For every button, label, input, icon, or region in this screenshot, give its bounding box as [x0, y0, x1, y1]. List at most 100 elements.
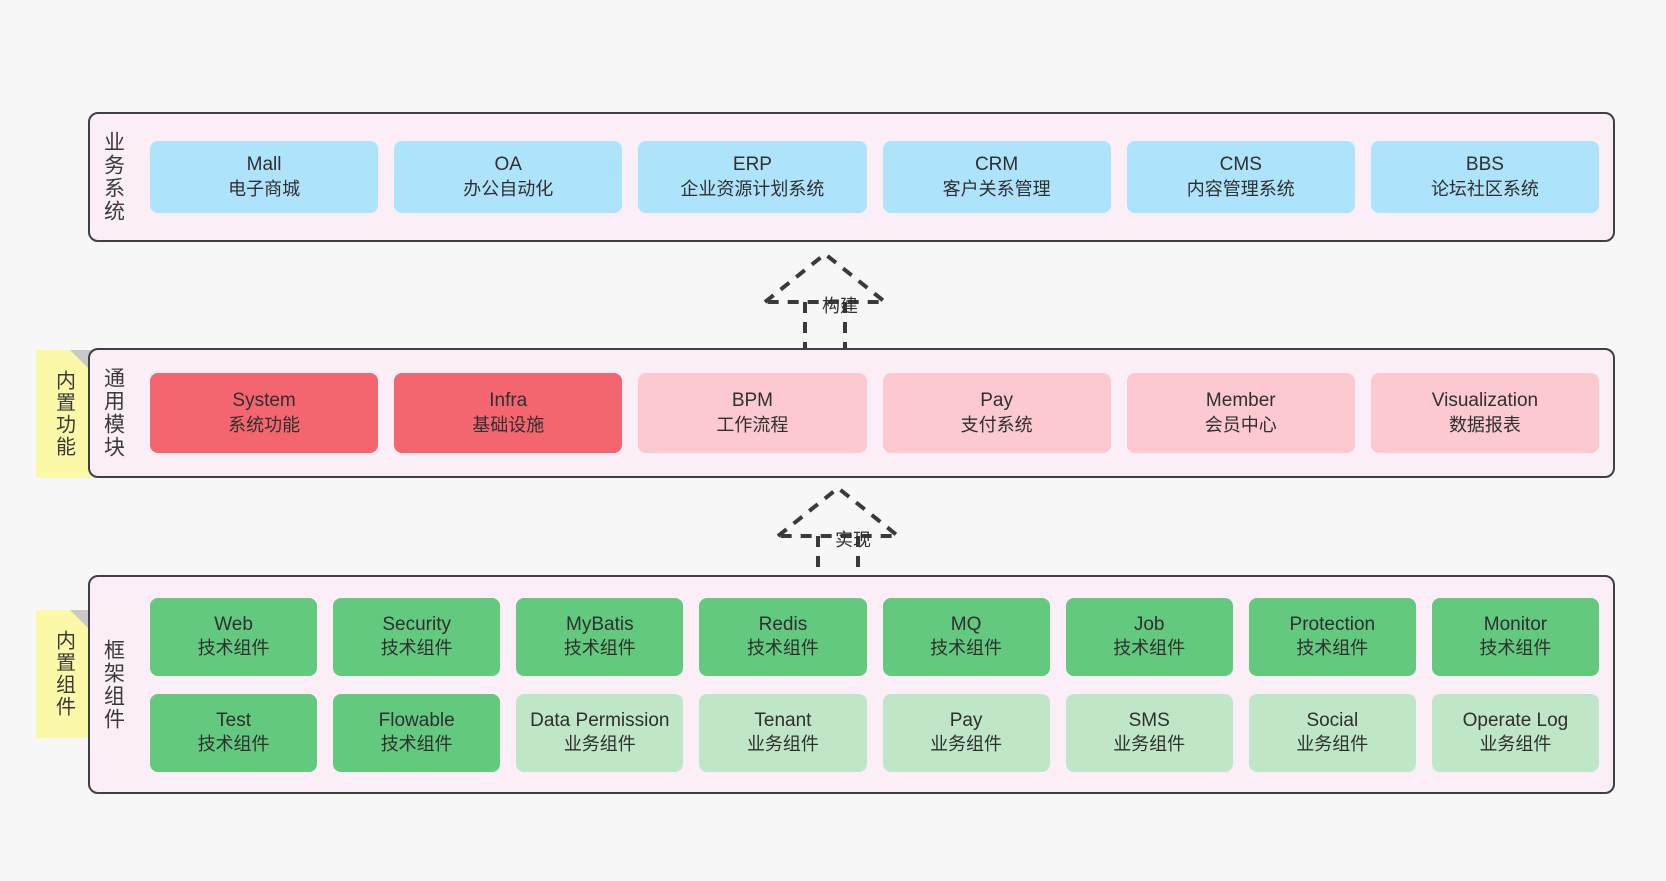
node-label-cn: 基础设施 — [472, 414, 545, 435]
node-label-cn: 技术组件 — [380, 734, 453, 755]
node-erp[interactable]: ERP 企业资源计划系统 — [638, 141, 867, 213]
node-label-cn: 工作流程 — [716, 414, 789, 435]
node-label-cn: 技术组件 — [380, 638, 453, 659]
node-label-cn: 企业资源计划系统 — [680, 178, 825, 199]
layer-title-modules: 通用模块 — [101, 367, 125, 459]
node-system[interactable]: System 系统功能 — [150, 373, 379, 453]
node-label-cn: 技术组件 — [1113, 638, 1186, 659]
sticky-note-builtin-components: 内置组件 — [36, 610, 92, 738]
layer-business-system[interactable]: 业务系统 Mall 电子商城 OA 办公自动化 ERP 企业资源计划系统 CRM… — [88, 112, 1615, 242]
node-label-en: Social — [1306, 709, 1359, 731]
connector-implement: 实现 — [768, 485, 938, 586]
node-label-cn: 业务组件 — [563, 734, 636, 755]
node-redis[interactable]: Redis 技术组件 — [699, 597, 867, 676]
node-flowable[interactable]: Flowable 技术组件 — [333, 693, 501, 772]
node-visualization[interactable]: Visualization 数据报表 — [1370, 373, 1600, 453]
node-sms[interactable]: SMS 业务组件 — [1065, 693, 1233, 772]
node-label-cn: 业务组件 — [1479, 734, 1552, 755]
node-label-cn: 业务组件 — [1113, 734, 1186, 755]
node-label-cn: 技术组件 — [197, 638, 270, 659]
node-label-cn: 技术组件 — [746, 638, 819, 659]
node-label-cn: 技术组件 — [930, 638, 1003, 659]
node-label-en: BPM — [731, 390, 774, 412]
node-label-en: Visualization — [1431, 390, 1539, 412]
node-label-cn: 技术组件 — [1479, 638, 1552, 659]
node-label-en: Security — [382, 613, 451, 635]
node-cms[interactable]: CMS 内容管理系统 — [1126, 141, 1355, 213]
node-operate-log[interactable]: Operate Log 业务组件 — [1431, 693, 1599, 772]
layer-body-modules: System 系统功能 Infra 基础设施 BPM 工作流程 Pay 支付系统… — [136, 350, 1613, 476]
node-label-cn: 业务组件 — [1296, 734, 1369, 755]
node-pay-module[interactable]: Pay 支付系统 — [882, 373, 1111, 453]
node-label-en: Test — [216, 709, 251, 731]
node-row: Web 技术组件 Security 技术组件 MyBatis 技术组件 Redi… — [150, 597, 1599, 676]
node-mybatis[interactable]: MyBatis 技术组件 — [516, 597, 684, 676]
node-social[interactable]: Social 业务组件 — [1248, 693, 1416, 772]
node-label-cn: 会员中心 — [1204, 414, 1277, 435]
node-label-cn: 技术组件 — [1296, 638, 1369, 659]
node-oa[interactable]: OA 办公自动化 — [394, 141, 623, 213]
node-label-en: MQ — [950, 613, 982, 635]
node-label-en: Member — [1205, 390, 1276, 412]
node-mq[interactable]: MQ 技术组件 — [882, 597, 1050, 676]
node-label-en: Data Permission — [530, 709, 670, 731]
node-pay-component[interactable]: Pay 业务组件 — [882, 693, 1050, 772]
sticky-label: 内置组件 — [52, 630, 75, 718]
node-label-cn: 客户关系管理 — [942, 178, 1051, 199]
layer-framework-components[interactable]: 框架组件 Web 技术组件 Security 技术组件 MyBatis 技术组件… — [88, 575, 1615, 794]
node-row: Test 技术组件 Flowable 技术组件 Data Permission … — [150, 693, 1599, 772]
node-label-en: CMS — [1219, 154, 1262, 176]
node-label-cn: 系统功能 — [228, 414, 301, 435]
node-protection[interactable]: Protection 技术组件 — [1248, 597, 1416, 676]
sticky-note-builtin-features: 内置功能 — [36, 350, 92, 478]
node-infra[interactable]: Infra 基础设施 — [394, 373, 623, 453]
node-label-en: Pay — [949, 709, 983, 731]
node-label-cn: 办公自动化 — [463, 178, 554, 199]
node-label-cn: 支付系统 — [960, 414, 1033, 435]
node-label-en: CRM — [974, 154, 1019, 176]
node-test[interactable]: Test 技术组件 — [150, 693, 318, 772]
node-label-en: Tenant — [754, 709, 812, 731]
sticky-label: 内置功能 — [52, 370, 75, 458]
node-label-en: Monitor — [1483, 613, 1548, 635]
layer-title-business: 业务系统 — [101, 131, 125, 223]
node-label-en: Operate Log — [1462, 709, 1569, 731]
node-label-en: Pay — [980, 390, 1013, 412]
node-label-cn: 业务组件 — [930, 734, 1003, 755]
layer-title-framework: 框架组件 — [101, 638, 125, 731]
connector-build: 构建 — [755, 251, 925, 352]
node-label-en: MyBatis — [566, 613, 634, 635]
node-label-cn: 内容管理系统 — [1186, 178, 1295, 199]
node-label-cn: 数据报表 — [1448, 414, 1521, 435]
node-label-en: Job — [1133, 613, 1165, 635]
node-mall[interactable]: Mall 电子商城 — [150, 141, 379, 213]
node-crm[interactable]: CRM 客户关系管理 — [882, 141, 1111, 213]
generalization-arrow-icon — [759, 251, 891, 350]
connector-label-build: 构建 — [822, 296, 858, 316]
node-label-en: ERP — [732, 154, 772, 176]
node-job[interactable]: Job 技术组件 — [1065, 597, 1233, 676]
node-label-en: OA — [494, 154, 522, 176]
node-label-cn: 业务组件 — [746, 734, 819, 755]
node-label-en: BBS — [1465, 154, 1504, 176]
node-label-cn: 论坛社区系统 — [1430, 178, 1539, 199]
node-label-cn: 电子商城 — [228, 178, 301, 199]
node-security[interactable]: Security 技术组件 — [333, 597, 501, 676]
node-bpm[interactable]: BPM 工作流程 — [638, 373, 867, 453]
node-label-en: SMS — [1128, 709, 1170, 731]
node-member[interactable]: Member 会员中心 — [1126, 373, 1355, 453]
node-web[interactable]: Web 技术组件 — [150, 597, 318, 676]
node-label-cn: 技术组件 — [197, 734, 270, 755]
node-label-en: Redis — [758, 613, 808, 635]
node-label-en: Infra — [489, 390, 528, 412]
node-data-permission[interactable]: Data Permission 业务组件 — [516, 693, 684, 772]
node-tenant[interactable]: Tenant 业务组件 — [699, 693, 867, 772]
node-monitor[interactable]: Monitor 技术组件 — [1431, 597, 1599, 676]
layer-body-business: Mall 电子商城 OA 办公自动化 ERP 企业资源计划系统 CRM 客户关系… — [136, 114, 1613, 240]
node-bbs[interactable]: BBS 论坛社区系统 — [1370, 141, 1600, 213]
node-label-en: Web — [214, 613, 253, 635]
layer-common-modules[interactable]: 通用模块 System 系统功能 Infra 基础设施 BPM 工作流程 Pay… — [88, 348, 1615, 478]
node-label-en: Mall — [246, 154, 282, 176]
node-row: Mall 电子商城 OA 办公自动化 ERP 企业资源计划系统 CRM 客户关系… — [150, 141, 1600, 213]
